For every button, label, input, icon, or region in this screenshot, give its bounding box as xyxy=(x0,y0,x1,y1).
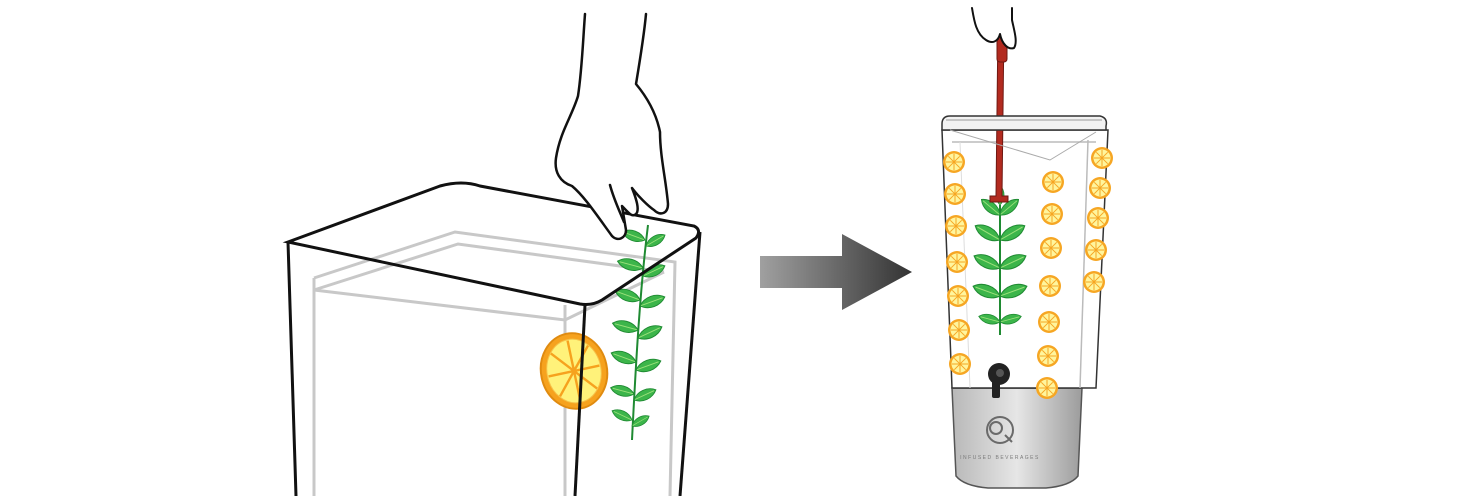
hand xyxy=(554,12,670,241)
outer-container-outline xyxy=(282,181,702,496)
dispenser-lid xyxy=(941,115,1108,161)
hand-small xyxy=(971,7,1017,50)
brand-logo xyxy=(986,416,1014,444)
dispenser-base: INFUSED BEVERAGES xyxy=(951,387,1083,489)
lemon-slice xyxy=(539,332,609,410)
brand-label: INFUSED BEVERAGES xyxy=(960,455,1040,461)
left-panel xyxy=(282,12,702,496)
mint-sprig xyxy=(608,224,668,441)
spigot xyxy=(988,363,1010,398)
right-panel: INFUSED BEVERAGES xyxy=(941,7,1114,489)
right-arrow xyxy=(760,234,912,310)
mint-sprig-infused xyxy=(970,184,1030,335)
inner-container-outline xyxy=(312,230,677,496)
